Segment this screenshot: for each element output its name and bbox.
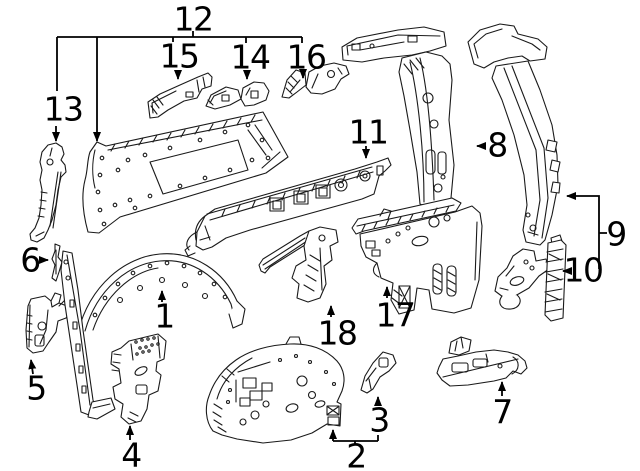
callout-5-arrow — [28, 359, 37, 375]
part-1-drawing — [60, 250, 246, 420]
callout-13-label: 13 — [43, 89, 85, 129]
part-12-drawing — [82, 111, 289, 234]
callout-2-label: 2 — [346, 436, 367, 471]
callout-9-label: 9 — [606, 214, 627, 254]
callout-2-bracket — [333, 435, 379, 444]
callout-14-label: 14 — [230, 37, 272, 77]
part-18-drawing — [258, 226, 339, 303]
part-2-drawing — [205, 336, 345, 444]
callout-12-bracket — [56, 31, 303, 91]
callout-6-label: 6 — [20, 240, 41, 280]
callout-3-label: 3 — [369, 400, 390, 440]
part-7-drawing — [436, 336, 528, 387]
callout-8-label: 8 — [487, 125, 508, 165]
callout-16-label: 16 — [286, 37, 328, 77]
part-17-drawing — [351, 197, 483, 315]
callout-12-label: 12 — [173, 0, 215, 39]
callout-17-label: 17 — [375, 295, 417, 335]
part-11-drawing — [184, 157, 392, 257]
part-6-drawing — [51, 243, 63, 282]
callout-11-label: 11 — [348, 112, 390, 152]
part-10-drawing — [494, 234, 567, 322]
callout-7-label: 7 — [492, 392, 513, 432]
callout-15-label: 15 — [159, 36, 201, 76]
callout-10-label: 10 — [563, 250, 605, 290]
part-14-drawing — [205, 81, 270, 110]
callout-1-label: 1 — [154, 296, 175, 336]
callout-4-label: 4 — [121, 435, 142, 471]
part-5-drawing — [25, 292, 71, 354]
part-3-drawing — [360, 351, 397, 394]
part-13-drawing — [29, 142, 67, 243]
part-4-drawing — [110, 333, 167, 425]
callout-9-leader — [567, 196, 607, 269]
callout-18-label: 18 — [317, 313, 359, 353]
callout-5-label: 5 — [26, 368, 47, 408]
part-15-drawing — [147, 72, 213, 119]
part-9-drawing — [467, 23, 561, 246]
callout-leaders — [28, 31, 607, 444]
part-8-drawing — [341, 26, 455, 217]
